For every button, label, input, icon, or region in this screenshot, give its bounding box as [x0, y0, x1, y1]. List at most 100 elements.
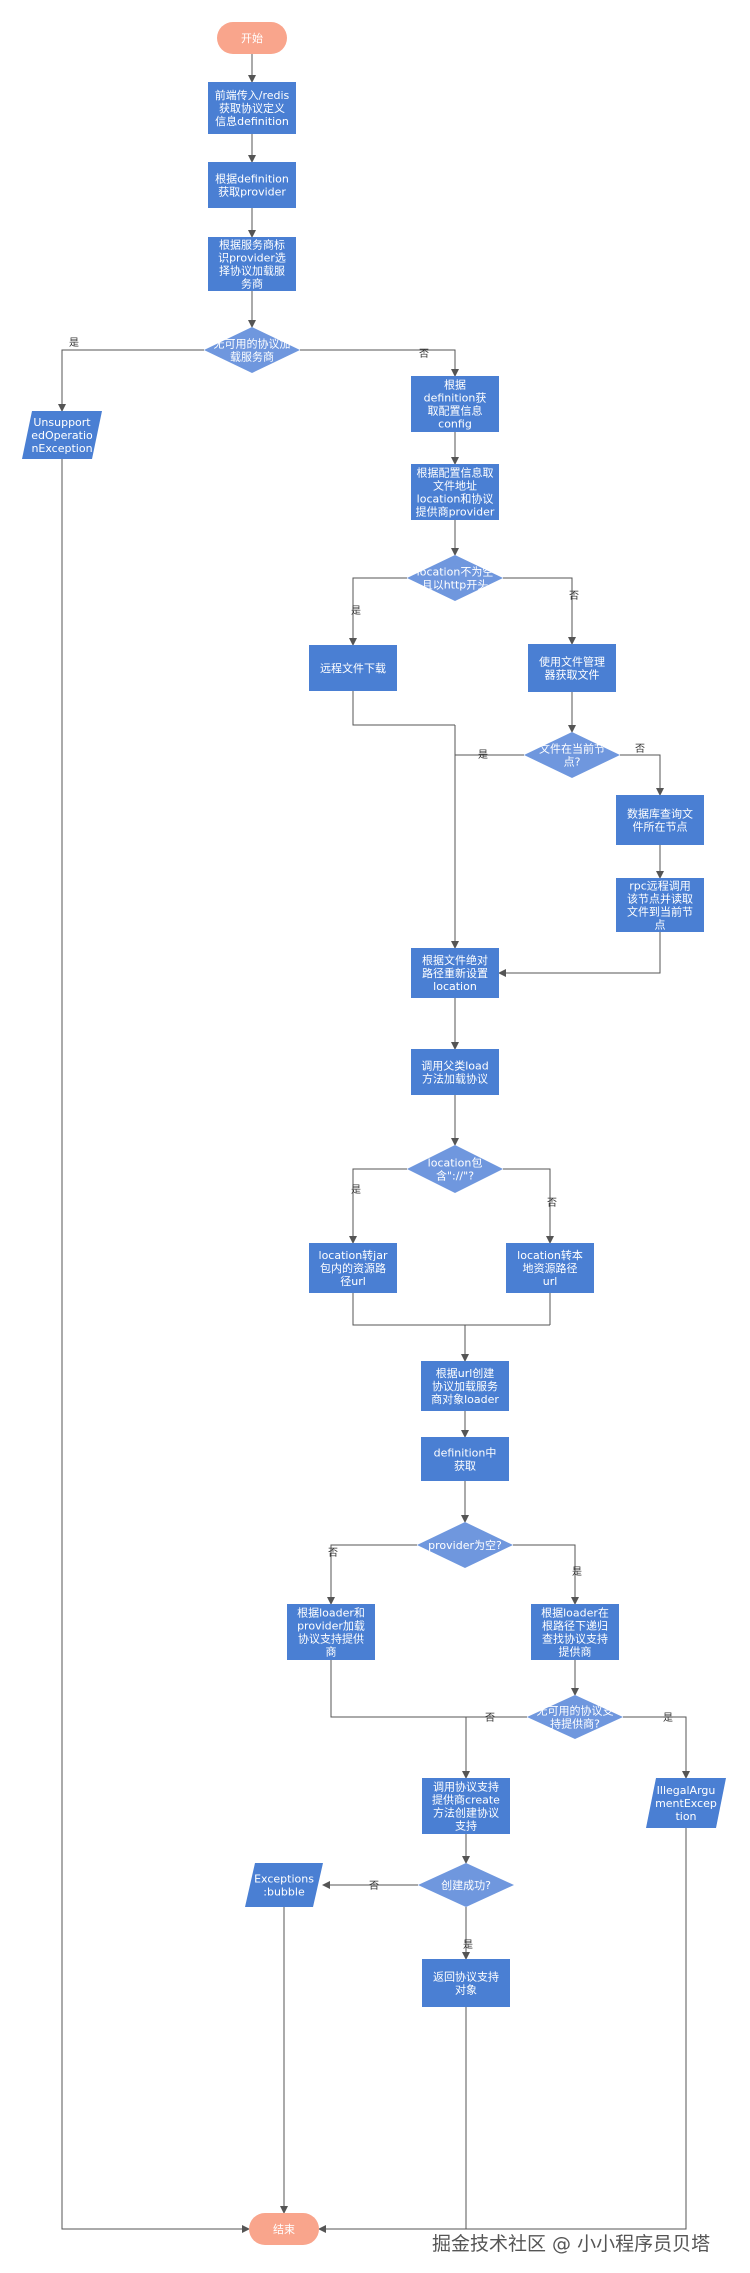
node-n4-text: 取配置信息 — [428, 404, 483, 418]
node-fm-text: 器获取文件 — [545, 668, 600, 682]
edge-remote-join — [352, 691, 455, 726]
node-bubble-shape — [245, 1863, 323, 1907]
edge-loadprov-join — [330, 1660, 466, 1718]
watermark: 掘金技术社区 @ 小小程序员贝塔 — [432, 2233, 710, 2255]
node-unsupported-text: edOperatio — [31, 429, 93, 442]
node-scan-text: 根路径下递归 — [542, 1619, 608, 1633]
edge-d6-yes — [623, 1716, 690, 1779]
edge-d5-yes — [513, 1544, 579, 1605]
node-loader-shape — [421, 1361, 509, 1411]
edge-illegal-end — [466, 1828, 687, 2230]
node-n5-text: 根据配置信息取 — [417, 466, 494, 480]
node-reset-text: 根据文件绝对 — [422, 953, 488, 967]
node-n3-text: 务商 — [241, 277, 263, 291]
node-n3-text: 择协议加载服 — [219, 264, 285, 278]
node-localurl-text: 地资源路径 — [523, 1261, 578, 1275]
node-d4-text: location包 — [428, 1157, 483, 1170]
node-illegal-text: mentExcep — [655, 1797, 717, 1810]
node-n5-text: 文件地址 — [433, 479, 477, 493]
node-ret-text: 返回协议支持 — [433, 1970, 499, 1984]
node-n4-shape — [411, 376, 499, 432]
edge-d2-no — [503, 577, 576, 645]
node-d4-text: 含"://"? — [436, 1169, 474, 1183]
node-rpc-text: 文件到当前节 — [627, 905, 693, 919]
node-unsupported-shape — [22, 411, 102, 459]
node-n3-shape — [208, 237, 296, 291]
node-d5-text: provider为空? — [428, 1538, 502, 1552]
edge-d2-yes — [349, 577, 407, 646]
node-illegal-text: IllegalArgu — [657, 1784, 716, 1797]
edge-rpc-reset — [498, 932, 661, 977]
node-n1-text: 前端传入/redis — [215, 88, 290, 102]
node-create-text: 提供商create — [432, 1793, 500, 1807]
edge-labels: 是否是否是否是否否是否是否是 — [69, 337, 673, 1951]
edges — [58, 54, 690, 2233]
edge-jarurl-join — [352, 1293, 550, 1326]
node-n4-text: definition获 — [424, 392, 487, 405]
node-reset-shape — [411, 948, 499, 998]
node-localurl-text: url — [543, 1275, 558, 1288]
node-bubble-text: Exceptions — [254, 1873, 314, 1886]
node-loadprov-shape — [287, 1604, 375, 1660]
node-d4-shape — [407, 1145, 503, 1193]
node-jarurl-text: location转jar — [319, 1248, 388, 1262]
edge-d1-no — [300, 349, 459, 377]
node-create-text: 方法创建协议 — [433, 1806, 499, 1820]
node-reset-text: 路径重新设置 — [422, 966, 488, 980]
node-d7: 创建成功? — [418, 1863, 514, 1907]
edge-label-d5-yes: 是 — [572, 1566, 582, 1578]
node-remote: 远程文件下载 — [309, 645, 397, 691]
edge-label-d2-yes: 是 — [351, 605, 361, 617]
node-d6-text: 无可用的协议支 — [537, 1704, 614, 1718]
node-localurl-shape — [506, 1243, 594, 1293]
node-d1-text: 载服务商 — [230, 350, 274, 364]
node-create-text: 调用协议支持 — [433, 1780, 499, 1794]
edge-d1-yes — [58, 349, 204, 412]
node-scan-text: 查找协议支持 — [542, 1632, 608, 1646]
node-remote-text: 远程文件下载 — [320, 661, 386, 675]
node-loadprov-text: provider加载 — [297, 1620, 365, 1633]
edge-label-d2-no: 否 — [569, 590, 579, 602]
node-jarurl-text: 径url — [340, 1275, 366, 1288]
node-n3-text: 识provider选 — [218, 252, 286, 265]
edge-label-d3-yes: 是 — [478, 749, 488, 761]
node-jarurl-text: 包内的资源路 — [320, 1261, 386, 1275]
node-n5-shape — [411, 464, 499, 520]
node-load-text: 方法加载协议 — [422, 1072, 488, 1086]
edge-d5-no — [327, 1544, 417, 1605]
node-n2-shape — [208, 162, 296, 208]
node-scan-text: 提供商 — [559, 1645, 592, 1659]
node-d2-shape — [407, 555, 503, 601]
edge-label-d4-no: 否 — [547, 1197, 557, 1209]
node-dbq-shape — [616, 795, 704, 845]
node-bubble: Exceptions:bubble — [245, 1863, 323, 1907]
node-loader-text: 根据url创建 — [436, 1366, 495, 1380]
node-n3-text: 根据服务商标 — [219, 238, 285, 252]
node-unsupported-text: Unsupport — [33, 416, 91, 429]
node-n5-text: 提供商provider — [416, 505, 495, 519]
node-start: 开始 — [217, 22, 287, 54]
edge-label-d1-yes: 是 — [69, 337, 79, 349]
edge-d4-no — [503, 1168, 554, 1244]
node-fm-shape — [528, 644, 616, 692]
node-rpc-text: 该节点并读取 — [627, 892, 693, 906]
node-illegal-shape — [646, 1778, 726, 1828]
node-create-text: 支持 — [455, 1819, 477, 1833]
